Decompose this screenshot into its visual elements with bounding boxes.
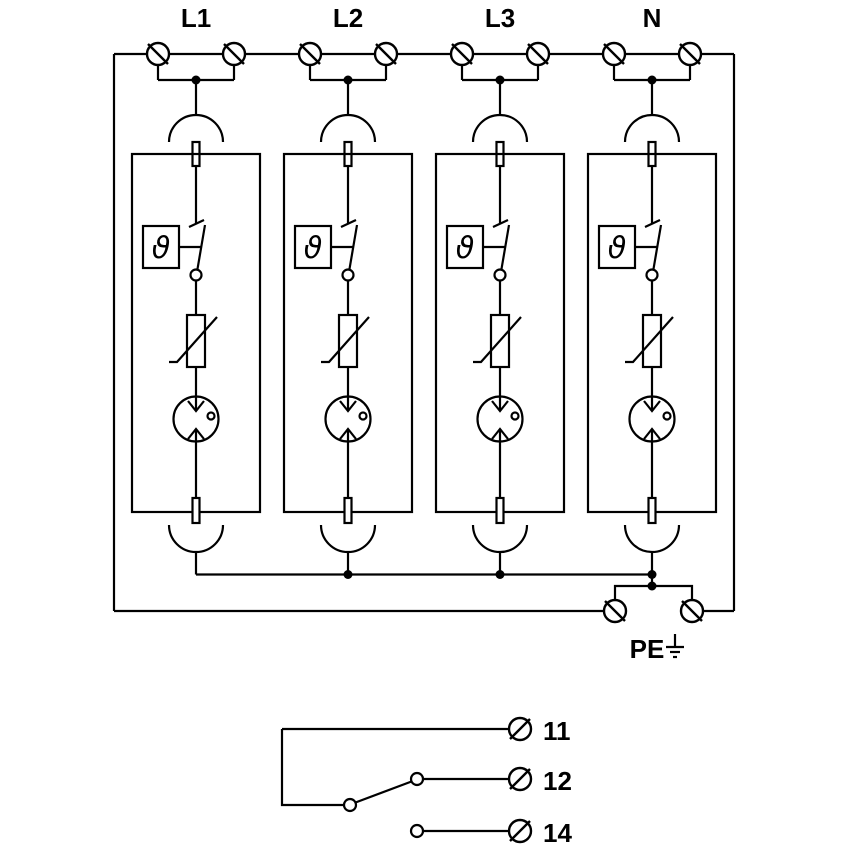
junction-dot — [343, 570, 353, 579]
spd-module-l3 — [434, 41, 566, 576]
terminal-label-12: 12 — [543, 766, 572, 796]
earth-ground-icon — [666, 634, 684, 659]
screw-terminal-slash — [509, 768, 531, 790]
junction-dot — [495, 570, 505, 579]
earth-bus — [196, 570, 694, 600]
terminal-label-11: 11 — [543, 716, 571, 746]
changeover-pivot-contact — [342, 797, 358, 813]
phase-label-l1: L1 — [181, 3, 211, 33]
contact-point-12 — [409, 771, 425, 787]
screw-terminal-slash — [681, 600, 703, 622]
pe-label: PE — [630, 634, 665, 664]
screw-terminal-slash — [509, 820, 531, 842]
terminal-label-14: 14 — [543, 818, 572, 848]
pe-terminal-bridge — [613, 584, 694, 600]
phase-label-l2: L2 — [333, 3, 363, 33]
spd-module-n — [586, 41, 718, 576]
remote-signalling-contact: 11 12 14 — [280, 716, 572, 848]
spd-module-l1 — [130, 41, 262, 576]
screw-terminal-slash — [604, 600, 626, 622]
spd-module-l2 — [282, 41, 414, 576]
screw-terminal-icon — [507, 818, 533, 844]
changeover-blade — [355, 780, 412, 804]
screw-terminal-slash — [509, 718, 531, 740]
contact-common-wire — [280, 729, 344, 807]
screw-terminal-icon — [507, 766, 533, 792]
screw-terminal-icon — [679, 598, 705, 624]
enclosure-outline — [112, 52, 736, 613]
contact-point-14 — [409, 823, 425, 839]
phase-label-n: N — [643, 3, 662, 33]
phase-label-l3: L3 — [485, 3, 515, 33]
screw-terminal-icon — [507, 716, 533, 742]
screw-terminal-icon — [602, 598, 628, 624]
pe-terminals: PE — [602, 598, 705, 664]
